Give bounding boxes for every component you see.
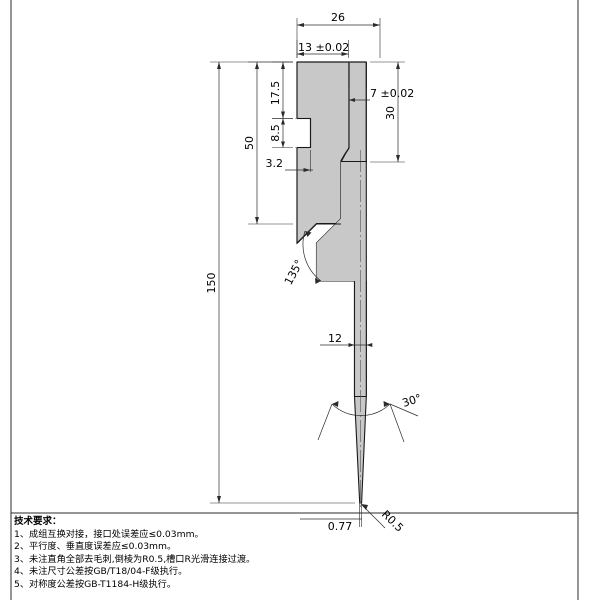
- note-item-2: 2、平行度、垂直度误差应≤0.03mm。: [14, 541, 177, 553]
- note-item-1: 1、成组互换对接，接口处误差应≤0.03mm。: [14, 528, 204, 540]
- dim-label-135: 135°: [282, 258, 306, 288]
- dim-tip-flat-0-77: [300, 503, 362, 527]
- part-drawing: [295, 61, 367, 510]
- dim-blade-12: [320, 343, 373, 347]
- dim-label-150: 150: [205, 273, 218, 294]
- dim-tenon-13: [296, 40, 349, 58]
- dim-label-26: 26: [331, 11, 345, 24]
- note-item-4: 4、未注尺寸公差按GB/T18/04-F级执行。: [14, 566, 188, 578]
- dim-total-150: [210, 61, 355, 504]
- dim-label-30deg: 30°: [401, 391, 424, 409]
- dim-label-7: 7 ±0.02: [370, 87, 414, 100]
- notes-heading: 技术要求：: [14, 516, 62, 527]
- dim-label-3-2: 3.2: [266, 157, 284, 170]
- left-notch: [295, 117, 312, 149]
- dim-label-R0-5: R0.5: [379, 508, 406, 535]
- v-groove: [340, 147, 350, 162]
- note-item-5: 5、对称度公差按GB-T1184-H级执行。: [14, 578, 177, 590]
- note-item-3: 3、未注直角全部去毛刺,倒棱为R0.5,槽口R光滑连接过渡。: [14, 553, 256, 565]
- dim-notch-depth-3-2: [285, 150, 313, 172]
- sheet-border: [10, 0, 579, 600]
- dim-right-30: [370, 61, 405, 163]
- dim-label-17-5: 17.5: [269, 81, 282, 106]
- dim-label-50: 50: [243, 136, 256, 150]
- dim-tip-radius-R0-5: [360, 503, 386, 529]
- dim-label-13: 13 ±0.02: [298, 41, 349, 54]
- dim-groove-7: [348, 88, 370, 160]
- dim-label-12: 12: [328, 332, 342, 345]
- technical-requirements-block: 技术要求： 1、成组互换对接，接口处误差应≤0.03mm。 2、平行度、垂直度误…: [14, 516, 314, 592]
- dim-angle-30: [317, 401, 419, 443]
- dim-top-width-26: [296, 18, 381, 58]
- dim-angle-135: [302, 230, 322, 284]
- dim-label-8-5: 8.5: [269, 124, 282, 142]
- shank-fill-2: [316, 161, 367, 397]
- dim-label-0-77: 0.77: [328, 520, 353, 533]
- dim-label-30: 30: [384, 106, 397, 120]
- dim-left-8-5: [272, 118, 293, 148]
